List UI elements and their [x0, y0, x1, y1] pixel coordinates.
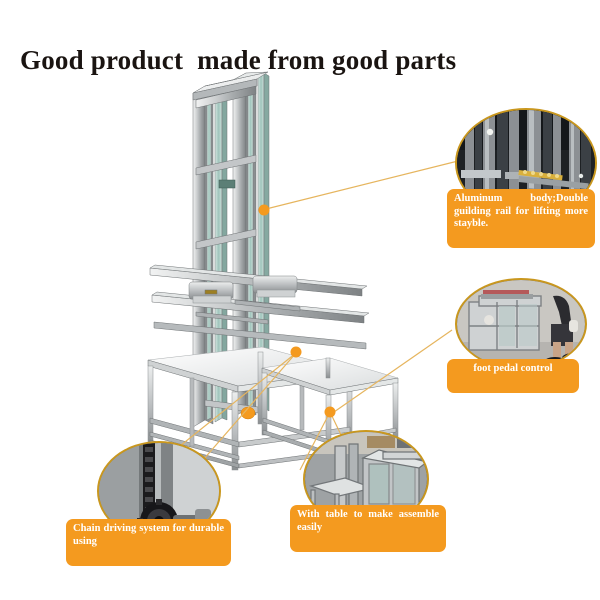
- callout-label-with-table: With table to make assemble easily: [290, 505, 446, 552]
- callout-label-chain-drive: Chain driving system for durable using: [66, 519, 231, 566]
- marker-with-table: [324, 406, 336, 418]
- photo-foot-pedal: [455, 278, 587, 370]
- page-title: Good product made from good parts: [20, 45, 457, 75]
- marker-aluminum-body: [258, 204, 270, 216]
- callout-label-foot-pedal: foot pedal control: [447, 359, 579, 393]
- callout-label-aluminum-body: Aluminum body;Double guilding rail for l…: [447, 189, 595, 248]
- marker-chain-drive: [290, 346, 302, 358]
